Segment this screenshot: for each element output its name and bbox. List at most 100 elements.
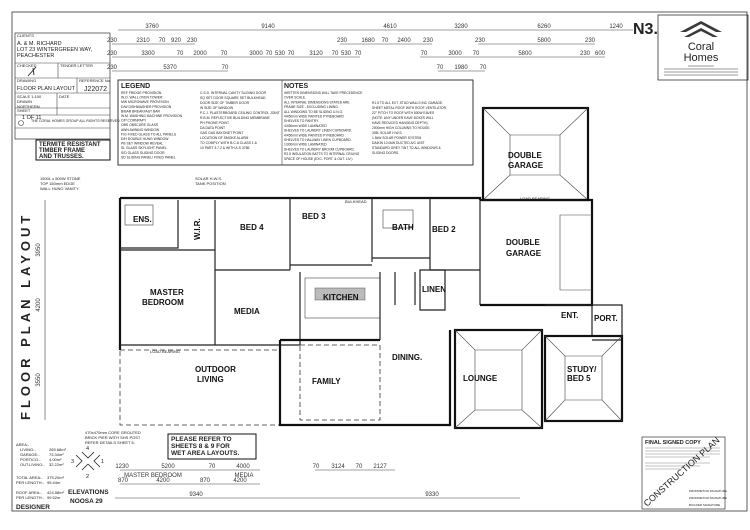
room-garage-upper-1: DOUBLE — [508, 151, 542, 160]
dimension-label: 70 — [222, 65, 229, 71]
sheet-frame — [11, 11, 748, 512]
legend-item: PH PHONE POINT — [200, 121, 229, 125]
note-line: 2000mm HIGH COLUMNS TO HOUSE. — [372, 126, 430, 130]
clients-label: CLIENTS — [17, 33, 34, 38]
dimension-label: 4200 — [156, 478, 170, 484]
wet-area-line1: PLEASE REFER TO — [171, 436, 232, 443]
dimension-label: 70 — [355, 51, 362, 57]
dimension-label: 230 — [187, 38, 198, 44]
legend-item: LOCATION OF SMOKE ALARM — [200, 136, 249, 140]
per-length-label: PER LENGTH:- — [16, 480, 45, 485]
legend-item: C/P CORNPAPY — [121, 119, 147, 123]
wet-area-line2: SHEETS 8 & 9 FOR — [171, 443, 230, 450]
dimension-label: 70 — [332, 51, 339, 57]
dimension-label: MASTER BEDROOM — [124, 473, 182, 479]
note-line: 1.5kW SOLAR POWER SYSTEM — [372, 136, 422, 140]
elevation-markers: 4 1 2 3 ELEVATIONS NOOSA 29 — [68, 446, 109, 505]
note-line: SHEET METAL ROOF WITH ROOF VENTILATOR. — [372, 106, 447, 110]
note-line: ALL INTERNAL DIMENSIONS STATED ARE — [284, 100, 350, 104]
area-summary: AREA:- LIVING:-265.68m² GARAGE:-73.34m² … — [16, 442, 67, 511]
dimension-label: 600 — [595, 51, 606, 57]
room-dining: DINING. — [392, 353, 422, 362]
dimension-label: 230 — [580, 51, 591, 57]
note-line: STANDARD GREY TINT TO ALL WINDOWS & — [372, 146, 442, 150]
room-outdoor-1: OUTDOOR — [195, 365, 236, 374]
dimension-label: 3000 — [249, 51, 263, 57]
dimension-label: 70 — [266, 51, 273, 57]
legend-item: SD SLIDING PANEL/ FIXED PANEL — [121, 155, 176, 159]
dimension-label: 2127 — [373, 464, 387, 470]
sheet-label: SHEET — [17, 108, 31, 113]
termite-line2: TIMBER FRAME — [39, 148, 85, 154]
dimension-label: 230 — [107, 51, 118, 57]
legend-item: D/H DOUBLE HUNG WINDOW — [121, 137, 169, 141]
model-name: NOOSA 29 — [70, 498, 103, 505]
room-family: FAMILY — [312, 377, 341, 386]
room-study-1: STUDY/ — [567, 365, 597, 374]
area-label: OUT.LIVING:- — [20, 462, 45, 467]
legend-item: W.O. WALL OVEN TOWER — [121, 96, 163, 100]
dimension-label: 70 — [382, 38, 389, 44]
area-title: AREA:- — [16, 442, 30, 447]
drawn: DRAWN — [17, 99, 32, 104]
dimension-label: 230 — [107, 38, 118, 44]
area-label: GARAGE:- — [20, 452, 40, 457]
roof-per-length-value: 99.52m — [47, 495, 61, 500]
room-bed2: BED 2 — [432, 225, 456, 234]
note-line: 4/450mm WIDE PAINTED PYNEBOARD — [284, 115, 344, 119]
room-garage-lower-2: GARAGE — [506, 249, 542, 258]
proprietor-signature-2: PROPRIETOR SIGNATURE — [689, 496, 727, 500]
dimension-label: 9330 — [425, 492, 439, 498]
legend-item: PB SET WINDOW REVEAL — [121, 142, 163, 146]
dimension-label: 230 — [423, 38, 434, 44]
dimension-label: 4000 — [236, 464, 250, 470]
dimension-label: 3300 — [141, 51, 155, 57]
note-line: SHELVES TO LAUNDRY BROOM CUPBOARD. — [284, 147, 355, 151]
pier-note-3: REFER DETAILS SHEET 6. — [85, 440, 135, 445]
shower — [124, 204, 154, 226]
note-line: HAVE REDUCED HANGING DEPTH). — [372, 121, 428, 125]
dimension-label: 3760 — [145, 24, 159, 30]
logo-line2: Homes — [684, 52, 719, 64]
dimension-label: 4200 — [36, 298, 42, 312]
client-name: A. & M. RICHARD — [17, 41, 62, 47]
dimension-label: 5370 — [163, 65, 177, 71]
dimension-label: 70 — [421, 51, 428, 57]
checked-label: CHECKED — [17, 63, 37, 68]
roof-area-label: ROOF AREA:- — [16, 490, 42, 495]
title-block: CLIENTS A. & M. RICHARD LOT 23 WINTERGRE… — [14, 32, 120, 140]
legend-item: P.C.J. PLASTERBOARD CEILING CONTROL JOIN… — [200, 111, 280, 115]
dimension-label: 5200 — [161, 464, 175, 470]
dimension-label: 70 — [313, 464, 320, 470]
area-value: 73.34m² — [49, 452, 64, 457]
room-bed4: BED 4 — [240, 223, 264, 232]
note-line: WRITTEN DIMENSIONS WILL TAKE PRECEDENCE — [284, 91, 363, 95]
pier-note-1: 470x470mm CORE GROUTED — [85, 430, 141, 435]
note-line: 1/300mm WIDE LAMINATED — [284, 143, 327, 147]
dimension-label: 5800 — [518, 51, 532, 57]
final-copy-title: FINAL SIGNED COPY — [645, 440, 701, 446]
room-linen: LINEN — [422, 285, 446, 294]
scale: SCALE 1:100 — [17, 94, 42, 99]
per-length-value: 95.44m — [47, 480, 61, 485]
legend-item: W.M. WASHING MACHINE PROVISION — [121, 114, 183, 118]
sheet-value: 1 OF 11 — [22, 115, 41, 121]
dimension-label: 70 — [356, 464, 363, 470]
note-line: ALL WINDOWS TO BE SLIDING U.N.O. — [284, 110, 343, 114]
room-master-2: BEDROOM — [142, 298, 184, 307]
address-line1: LOT 23 WINTERGREEN WAY, — [17, 47, 93, 53]
address-line2: PEACHESTER — [17, 53, 54, 59]
area-value: 32.22m² — [49, 462, 64, 467]
note-line: R1.5 TO ALL EXT. STUD WALLS INC GARAGE. — [372, 101, 443, 105]
dimension-label: MEDIA — [234, 473, 253, 479]
dimension-label: 530 — [275, 51, 286, 57]
dimension-label: 70 — [221, 51, 228, 57]
legend-item: REF FRIDGE PROVISION — [121, 91, 162, 95]
dimension-label: 70 — [473, 51, 480, 57]
room-lounge: LOUNGE — [463, 374, 498, 383]
dimension-label: 3280 — [454, 24, 468, 30]
note-line: OVER SCALE. — [284, 96, 306, 100]
study-outline — [543, 334, 624, 423]
reference-label: REFERENCE No. — [79, 78, 111, 83]
